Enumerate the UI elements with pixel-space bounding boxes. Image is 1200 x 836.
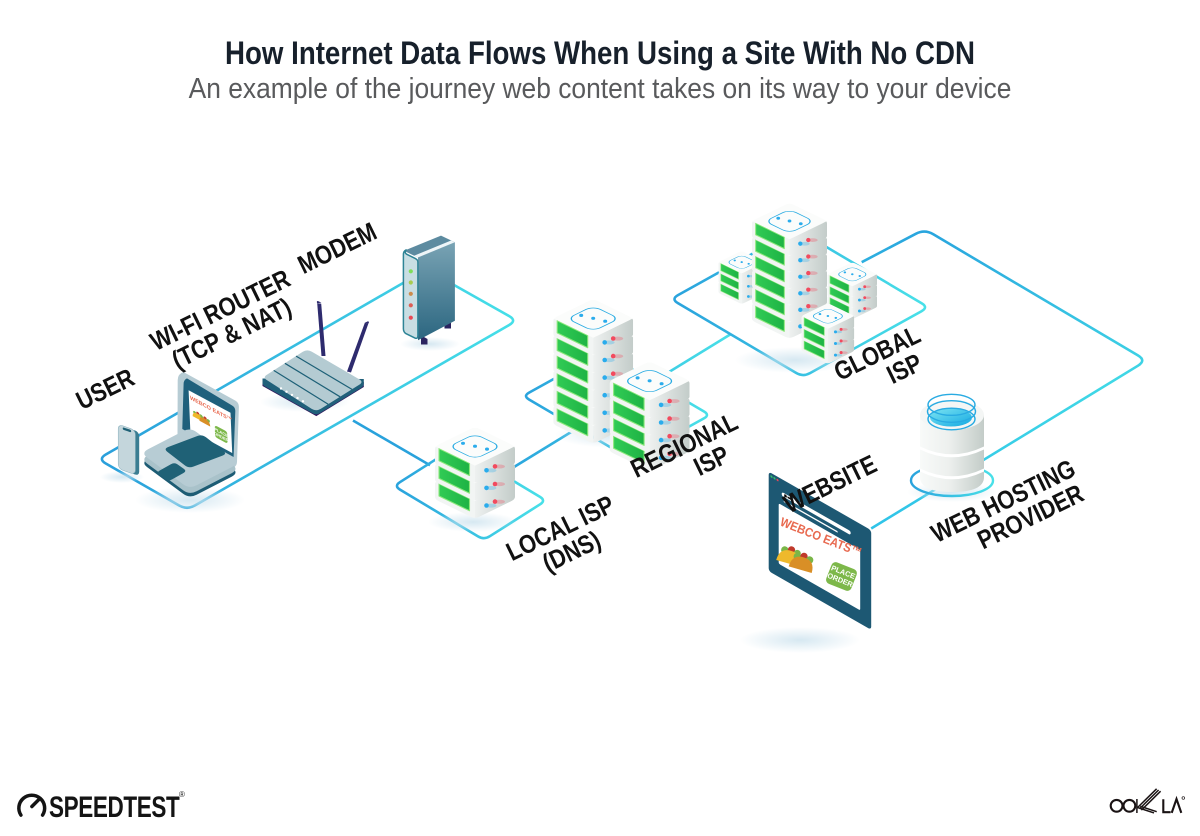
svg-text:How Internet Data Flows When U: How Internet Data Flows When Using a Sit… xyxy=(225,36,975,71)
svg-text:®: ® xyxy=(179,790,185,799)
svg-text:MODEM: MODEM xyxy=(293,217,381,280)
svg-text:USER: USER xyxy=(72,363,139,416)
svg-text:An example of the journey web: An example of the journey web content ta… xyxy=(189,72,1012,104)
svg-text:SPEEDTEST: SPEEDTEST xyxy=(49,790,180,824)
